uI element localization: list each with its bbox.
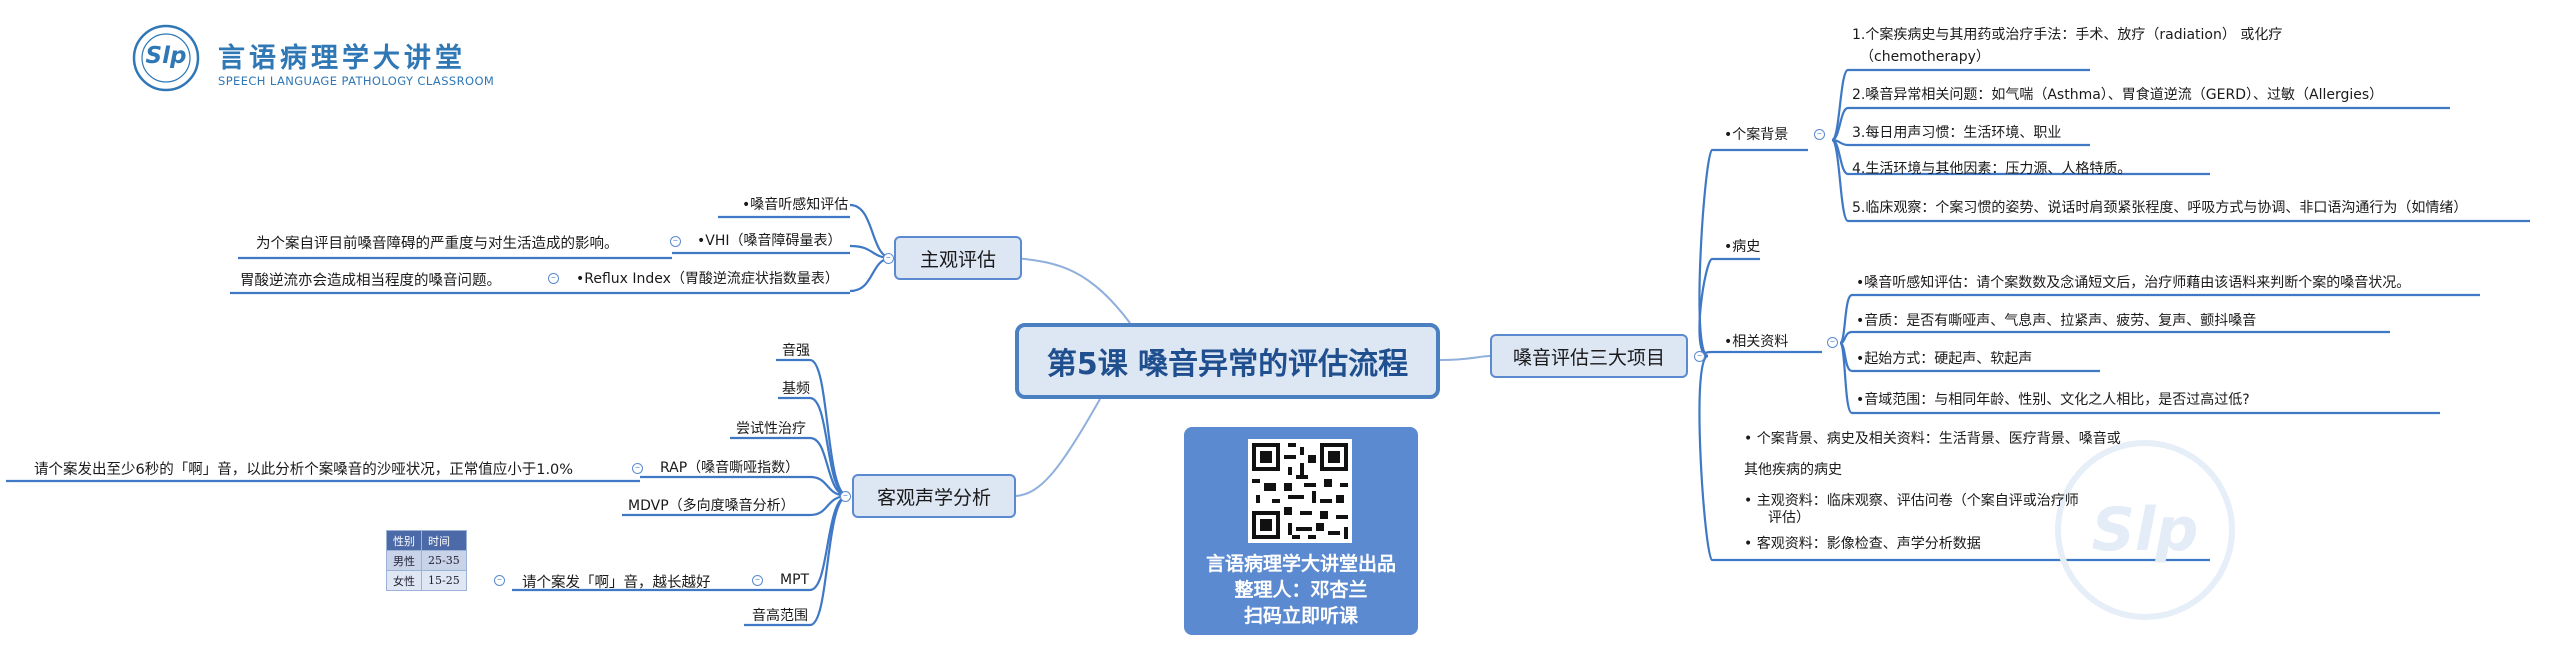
- brand-logo: Slp: [132, 24, 200, 92]
- table-cell: 女性: [386, 570, 422, 591]
- promo-line-1: 言语病理学大讲堂出品: [1205, 553, 1396, 575]
- qr-code[interactable]: [1248, 439, 1352, 543]
- note-rap: 请个案发出至少6秒的「啊」音，以此分析个案嗓音的沙哑状况，正常值应小于1.0%: [34, 462, 574, 478]
- background-item[interactable]: 5.临床观察：个案习惯的姿势、说话时肩颈紧张程度、呼吸方式与协调、非口语沟通行为…: [1852, 200, 2468, 216]
- brand-title: 言语病理学大讲堂: [218, 43, 466, 74]
- background-item[interactable]: （chemotherapy）: [1860, 49, 1990, 65]
- collapse-icon[interactable]: –: [494, 575, 505, 586]
- collapse-icon[interactable]: –: [752, 575, 763, 586]
- background-item[interactable]: 4.生活环境与其他因素：压力源、人格特质。: [1852, 161, 2132, 177]
- note-vhi: 为个案自评目前嗓音障碍的严重度与对生活造成的影响。: [256, 236, 619, 252]
- related-item[interactable]: •起始方式：硬起声、软起声: [1856, 351, 2033, 367]
- related-item[interactable]: •嗓音听感知评估：请个案数数及念诵短文后，治疗师藉由该语料来判断个案的嗓音状况。: [1856, 275, 2411, 291]
- collapse-icon[interactable]: –: [670, 236, 681, 247]
- node-trial-therapy[interactable]: 尝试性治疗: [736, 421, 806, 437]
- collapse-icon[interactable]: –: [1827, 337, 1838, 348]
- node-medical-history[interactable]: •病史: [1724, 239, 1761, 255]
- node-related-information[interactable]: •相关资料: [1724, 334, 1789, 350]
- background-item[interactable]: 1.个案疾病史与其用药或治疗手法：手术、放疗（radiation） 或化疗: [1852, 27, 2283, 43]
- node-vhi[interactable]: •VHI（嗓音障碍量表）: [697, 233, 842, 249]
- collapse-icon[interactable]: –: [548, 273, 559, 284]
- node-mpt[interactable]: MPT: [780, 572, 810, 588]
- background-item[interactable]: 2.嗓音异常相关问题：如气喘（Asthma）、胃食道逆流（GERD）、过敏（Al…: [1852, 87, 2384, 103]
- collapse-icon[interactable]: –: [1814, 129, 1825, 140]
- note-mpt: 请个案发「啊」音，越长越好: [522, 575, 711, 591]
- collapse-icon[interactable]: –: [883, 253, 894, 264]
- promo-card[interactable]: 言语病理学大讲堂出品 整理人：邓杏兰 扫码立即听课: [1184, 427, 1418, 635]
- node-fundamental-frequency[interactable]: 基频: [782, 381, 810, 397]
- related-item[interactable]: •音域范围：与相同年龄、性别、文化之人相比，是否过高过低?: [1856, 392, 2250, 408]
- node-reflux-index[interactable]: •Reflux Index（胃酸逆流症状指数量表）: [576, 271, 839, 287]
- branch-subjective-assessment[interactable]: 主观评估: [894, 236, 1022, 280]
- summary-line: • 主观资料：临床观察、评估问卷（个案自评或治疗师: [1744, 493, 2079, 509]
- collapse-icon[interactable]: –: [840, 491, 851, 502]
- promo-line-3: 扫码立即听课: [1243, 605, 1358, 627]
- summary-line: • 客观资料：影像检查、声学分析数据: [1744, 536, 1981, 552]
- brand-logo-text: Slp: [145, 43, 187, 69]
- node-mdvp[interactable]: MDVP（多向度嗓音分析）: [628, 498, 795, 514]
- table-cell: 男性: [386, 550, 422, 571]
- table-cell: 15-25: [421, 570, 467, 591]
- summary-line: 其他疾病的病史: [1744, 462, 1842, 478]
- branch-three-assessment-items[interactable]: 嗓音评估三大项目: [1490, 334, 1688, 378]
- central-topic[interactable]: 第5课 嗓音异常的评估流程: [1015, 323, 1440, 399]
- brand-subtitle: SPEECH LANGUAGE PATHOLOGY CLASSROOM: [218, 74, 495, 88]
- related-item[interactable]: •音质：是否有嘶哑声、气息声、拉紧声、疲劳、复声、颤抖嗓音: [1856, 313, 2257, 329]
- node-perceptual-assessment[interactable]: •嗓音听感知评估: [742, 197, 849, 213]
- note-reflux-index: 胃酸逆流亦会造成相当程度的嗓音问题。: [240, 273, 501, 289]
- node-intensity[interactable]: 音强: [782, 343, 810, 359]
- promo-line-2: 整理人：邓杏兰: [1234, 579, 1368, 601]
- branch-objective-acoustic-analysis[interactable]: 客观声学分析: [852, 474, 1016, 518]
- watermark-logo: Slp: [2055, 440, 2235, 620]
- background-item[interactable]: 3.每日用声习惯：生活环境、职业: [1852, 125, 2062, 141]
- collapse-icon[interactable]: –: [1694, 351, 1705, 362]
- node-rap[interactable]: RAP（嗓音嘶哑指数）: [660, 460, 800, 476]
- summary-line: • 个案背景、病史及相关资料：生活背景、医疗背景、嗓音或: [1744, 431, 2121, 447]
- table-header: 时间: [421, 530, 467, 551]
- table-header: 性别: [386, 530, 422, 551]
- collapse-icon[interactable]: –: [632, 463, 643, 474]
- node-pitch-range[interactable]: 音高范围: [752, 608, 808, 624]
- table-cell: 25-35: [421, 550, 467, 571]
- summary-line: 评估）: [1768, 510, 1810, 526]
- mpt-norms-table: 性别 时间 男性 25-35 女性 15-25: [386, 530, 467, 591]
- node-case-background[interactable]: •个案背景: [1724, 127, 1789, 143]
